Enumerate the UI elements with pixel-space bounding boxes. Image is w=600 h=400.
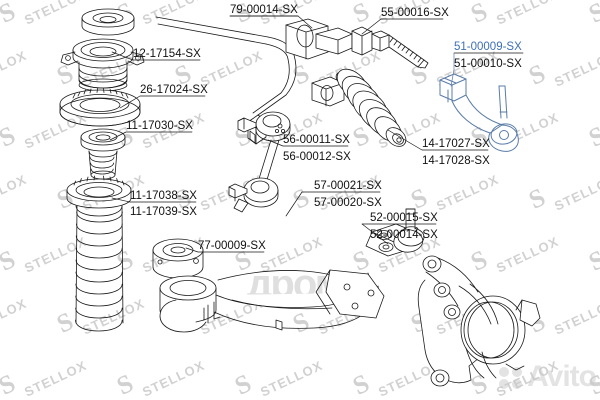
part-label: 51-00010-SX [454,58,522,70]
part-control-arm [159,269,385,333]
part-ball-joint [365,208,425,257]
part-strut-bearing [59,88,141,127]
part-label: 26-17024-SX [140,84,208,96]
part-label: 55-00016-SX [381,7,449,19]
avito-watermark: Avito [499,360,597,394]
part-label: 51-00009-SX [454,41,522,53]
part-stabilizer-link [228,111,291,213]
part-inner-tie-rod [315,26,429,69]
part-label: 52-00015-SX [370,212,438,224]
part-label: 52-00014-SX [370,229,438,241]
part-label: 11-17030-SX [126,120,193,132]
part-label: 56-00012-SX [283,151,351,163]
part-label: 77-00009-SX [198,240,266,252]
part-bump-stop [80,128,126,180]
part-label: 12-17154-SX [133,48,201,60]
part-label: 57-00021-SX [314,180,382,192]
part-label: 57-00020-SX [314,197,382,209]
part-label: 11-17038-SX [130,190,197,202]
part-label: 56-00011-SX [283,134,350,146]
part-dust-cover [66,175,132,332]
leader-lines [109,15,524,253]
part-label: 11-17039-SX [130,206,197,218]
part-control-arm-bush [152,238,204,279]
part-rack-boot [335,68,407,147]
part-strut-mount [60,8,145,92]
part-label: 79-00014-SX [230,4,298,16]
part-outer-tie-rod-end-highlighted [439,73,519,152]
part-label: 14-17027-SX [422,138,490,150]
part-label: 14-17028-SX [422,155,490,167]
part-steering-knuckle [417,255,541,387]
avito-wordmark: Avito [527,360,597,393]
avito-dots-icon [499,367,525,389]
